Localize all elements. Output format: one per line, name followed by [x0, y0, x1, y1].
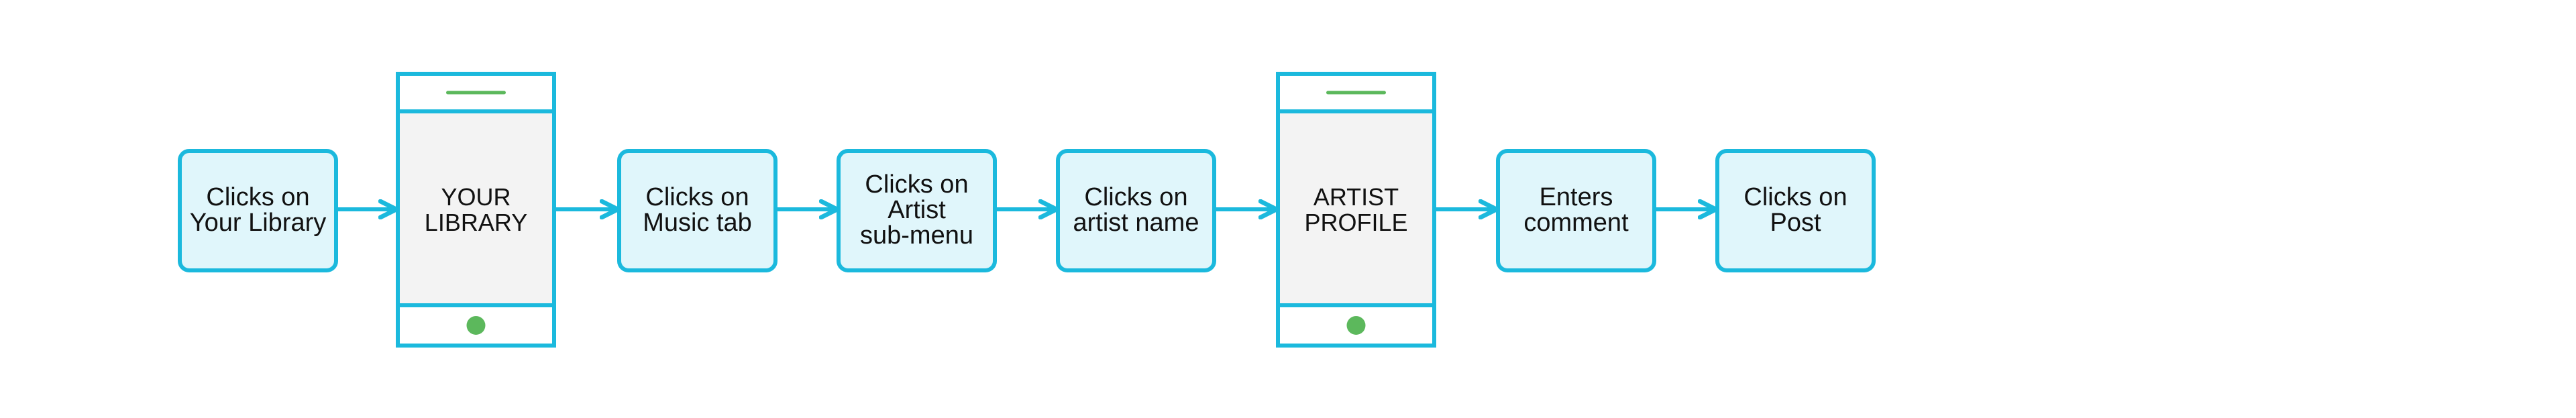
step-label-line: Clicks on — [645, 183, 749, 211]
step-label-line: Your Library — [190, 209, 327, 237]
step-label-line: sub-menu — [860, 221, 973, 250]
step-label-line: Music tab — [643, 209, 752, 237]
step-box — [617, 149, 777, 272]
step-label-line: Clicks on — [1084, 183, 1187, 211]
step-label-line: Enters — [1540, 183, 1613, 211]
step-label-line: comment — [1523, 209, 1629, 237]
screen-label-line: YOUR — [441, 183, 511, 211]
step-box — [1056, 149, 1216, 272]
step-box — [1715, 149, 1876, 272]
step-label-line: Clicks on — [206, 183, 309, 211]
step-label-line: Clicks on — [1743, 183, 1847, 211]
phone-home-button-icon — [466, 316, 486, 335]
screen-label-line: LIBRARY — [425, 209, 527, 236]
step-label-line: Post — [1770, 209, 1821, 237]
screen-label-line: ARTIST — [1313, 183, 1399, 211]
screen-label-line: PROFILE — [1304, 209, 1407, 236]
step-box — [837, 149, 997, 272]
step-box — [178, 149, 338, 272]
phone-frame — [1276, 72, 1436, 348]
step-label-line: Clicks on — [865, 170, 968, 199]
phone-home-button-icon — [1346, 316, 1366, 335]
step-label-line: artist name — [1073, 209, 1199, 237]
step-label-line: Artist — [888, 196, 946, 224]
step-box — [1496, 149, 1656, 272]
